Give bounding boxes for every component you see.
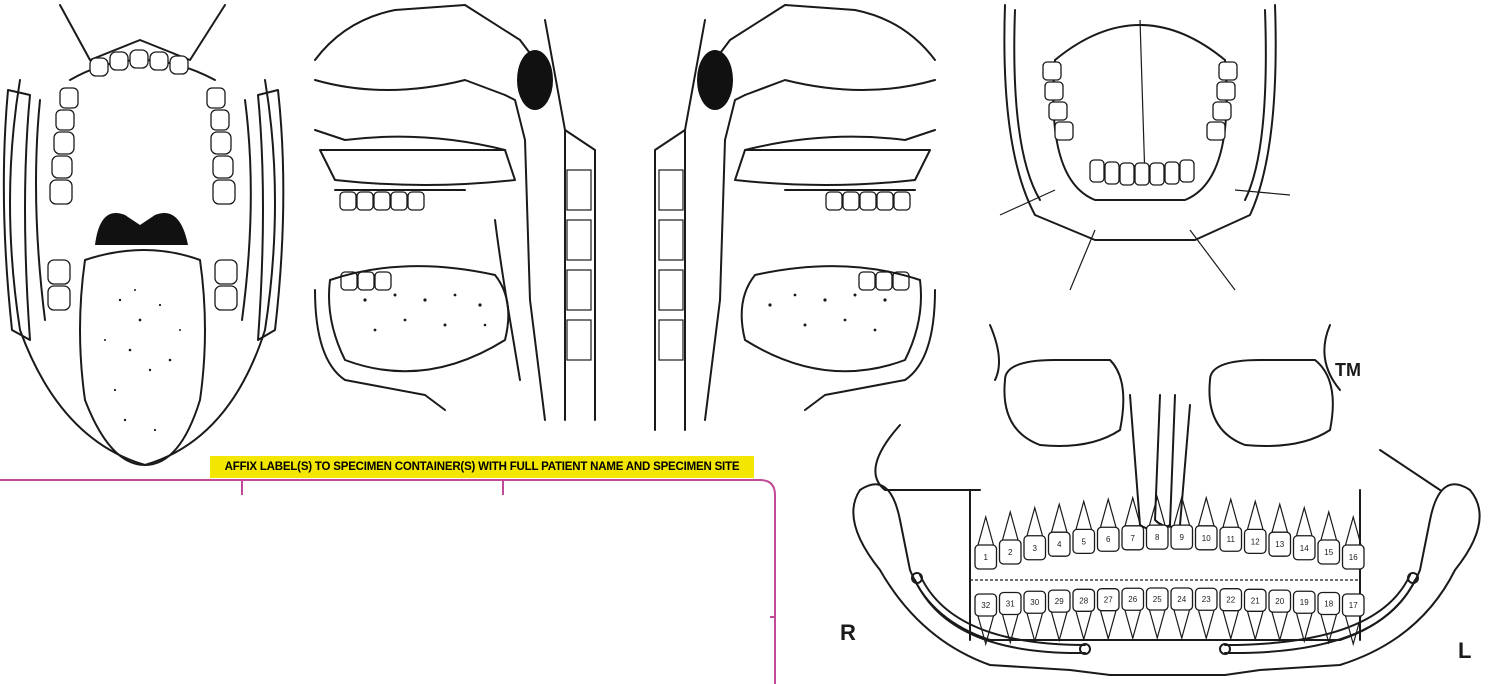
lower-tooth-25: 25 [1147, 588, 1169, 638]
lower-tooth-number: 23 [1202, 595, 1211, 604]
upper-tooth-3: 3 [1024, 508, 1046, 560]
lower-tooth-20: 20 [1269, 590, 1291, 640]
upper-tooth-number: 11 [1227, 535, 1236, 544]
upper-tooth-5: 5 [1073, 501, 1095, 553]
lower-tooth-24: 24 [1171, 588, 1193, 638]
upper-tooth-13: 13 [1269, 504, 1291, 556]
oral-cavity-open-mouth-drawing [0, 0, 290, 470]
lower-tooth-number: 29 [1055, 597, 1064, 606]
lower-tooth-number: 21 [1251, 596, 1260, 605]
upper-tooth-6: 6 [1098, 499, 1120, 551]
sagittal-section-right-drawing [305, 0, 605, 430]
upper-tooth-number: 2 [1008, 548, 1013, 557]
lower-tooth-number: 30 [1030, 598, 1039, 607]
lower-tooth-number: 27 [1104, 596, 1113, 605]
upper-tooth-15: 15 [1318, 512, 1340, 564]
lower-tooth-19: 19 [1294, 591, 1316, 641]
specimen-label-banner: AFFIX LABEL(S) TO SPECIMEN CONTAINER(S) … [210, 456, 754, 478]
upper-tooth-12: 12 [1245, 501, 1267, 553]
lower-tooth-number: 24 [1177, 595, 1186, 604]
left-side-label: L [1458, 638, 1471, 664]
upper-tooth-number: 9 [1180, 533, 1185, 542]
upper-tooth-number: 8 [1155, 533, 1160, 542]
upper-tooth-number: 12 [1251, 537, 1260, 546]
lower-tooth-number: 22 [1226, 596, 1235, 605]
upper-tooth-1: 1 [975, 517, 997, 569]
upper-tooth-14: 14 [1294, 508, 1316, 560]
lower-tooth-23: 23 [1196, 588, 1218, 638]
upper-tooth-7: 7 [1122, 498, 1144, 550]
upper-tooth-4: 4 [1049, 504, 1071, 556]
lower-tooth-number: 28 [1079, 596, 1088, 605]
upper-tooth-number: 7 [1131, 534, 1136, 543]
upper-tooth-number: 10 [1202, 534, 1211, 543]
upper-tooth-11: 11 [1220, 499, 1242, 551]
upper-tooth-number: 1 [984, 553, 989, 562]
lower-tooth-number: 32 [981, 601, 990, 610]
lower-tooth-21: 21 [1245, 589, 1267, 639]
lower-tooth-number: 17 [1349, 601, 1358, 610]
upper-tooth-number: 13 [1275, 540, 1284, 549]
upper-tooth-2: 2 [1000, 512, 1022, 564]
upper-tooth-number: 15 [1324, 548, 1333, 557]
lower-tooth-number: 31 [1006, 600, 1015, 609]
lower-tooth-number: 18 [1324, 600, 1333, 609]
upper-tooth-number: 3 [1033, 544, 1038, 553]
lower-tooth-number: 20 [1275, 597, 1284, 606]
lower-tooth-27: 27 [1098, 589, 1120, 639]
upper-tooth-number: 4 [1057, 540, 1062, 549]
upper-tooth-10: 10 [1196, 498, 1218, 550]
floor-of-mouth-drawing [995, 0, 1295, 295]
specimen-form-frame [0, 477, 776, 684]
upper-tooth-number: 6 [1106, 535, 1111, 544]
lower-tooth-26: 26 [1122, 588, 1144, 638]
lower-tooth-number: 19 [1300, 598, 1309, 607]
upper-tooth-number: 14 [1300, 544, 1309, 553]
lower-tooth-22: 22 [1220, 589, 1242, 639]
upper-tooth-number: 16 [1349, 553, 1358, 562]
tm-label: TM [1335, 360, 1361, 381]
right-side-label: R [840, 620, 856, 646]
lower-tooth-30: 30 [1024, 591, 1046, 641]
lower-tooth-number: 25 [1153, 595, 1162, 604]
lower-tooth-28: 28 [1073, 589, 1095, 639]
upper-tooth-number: 5 [1082, 537, 1087, 546]
lower-tooth-29: 29 [1049, 590, 1071, 640]
lower-tooth-number: 26 [1128, 595, 1137, 604]
